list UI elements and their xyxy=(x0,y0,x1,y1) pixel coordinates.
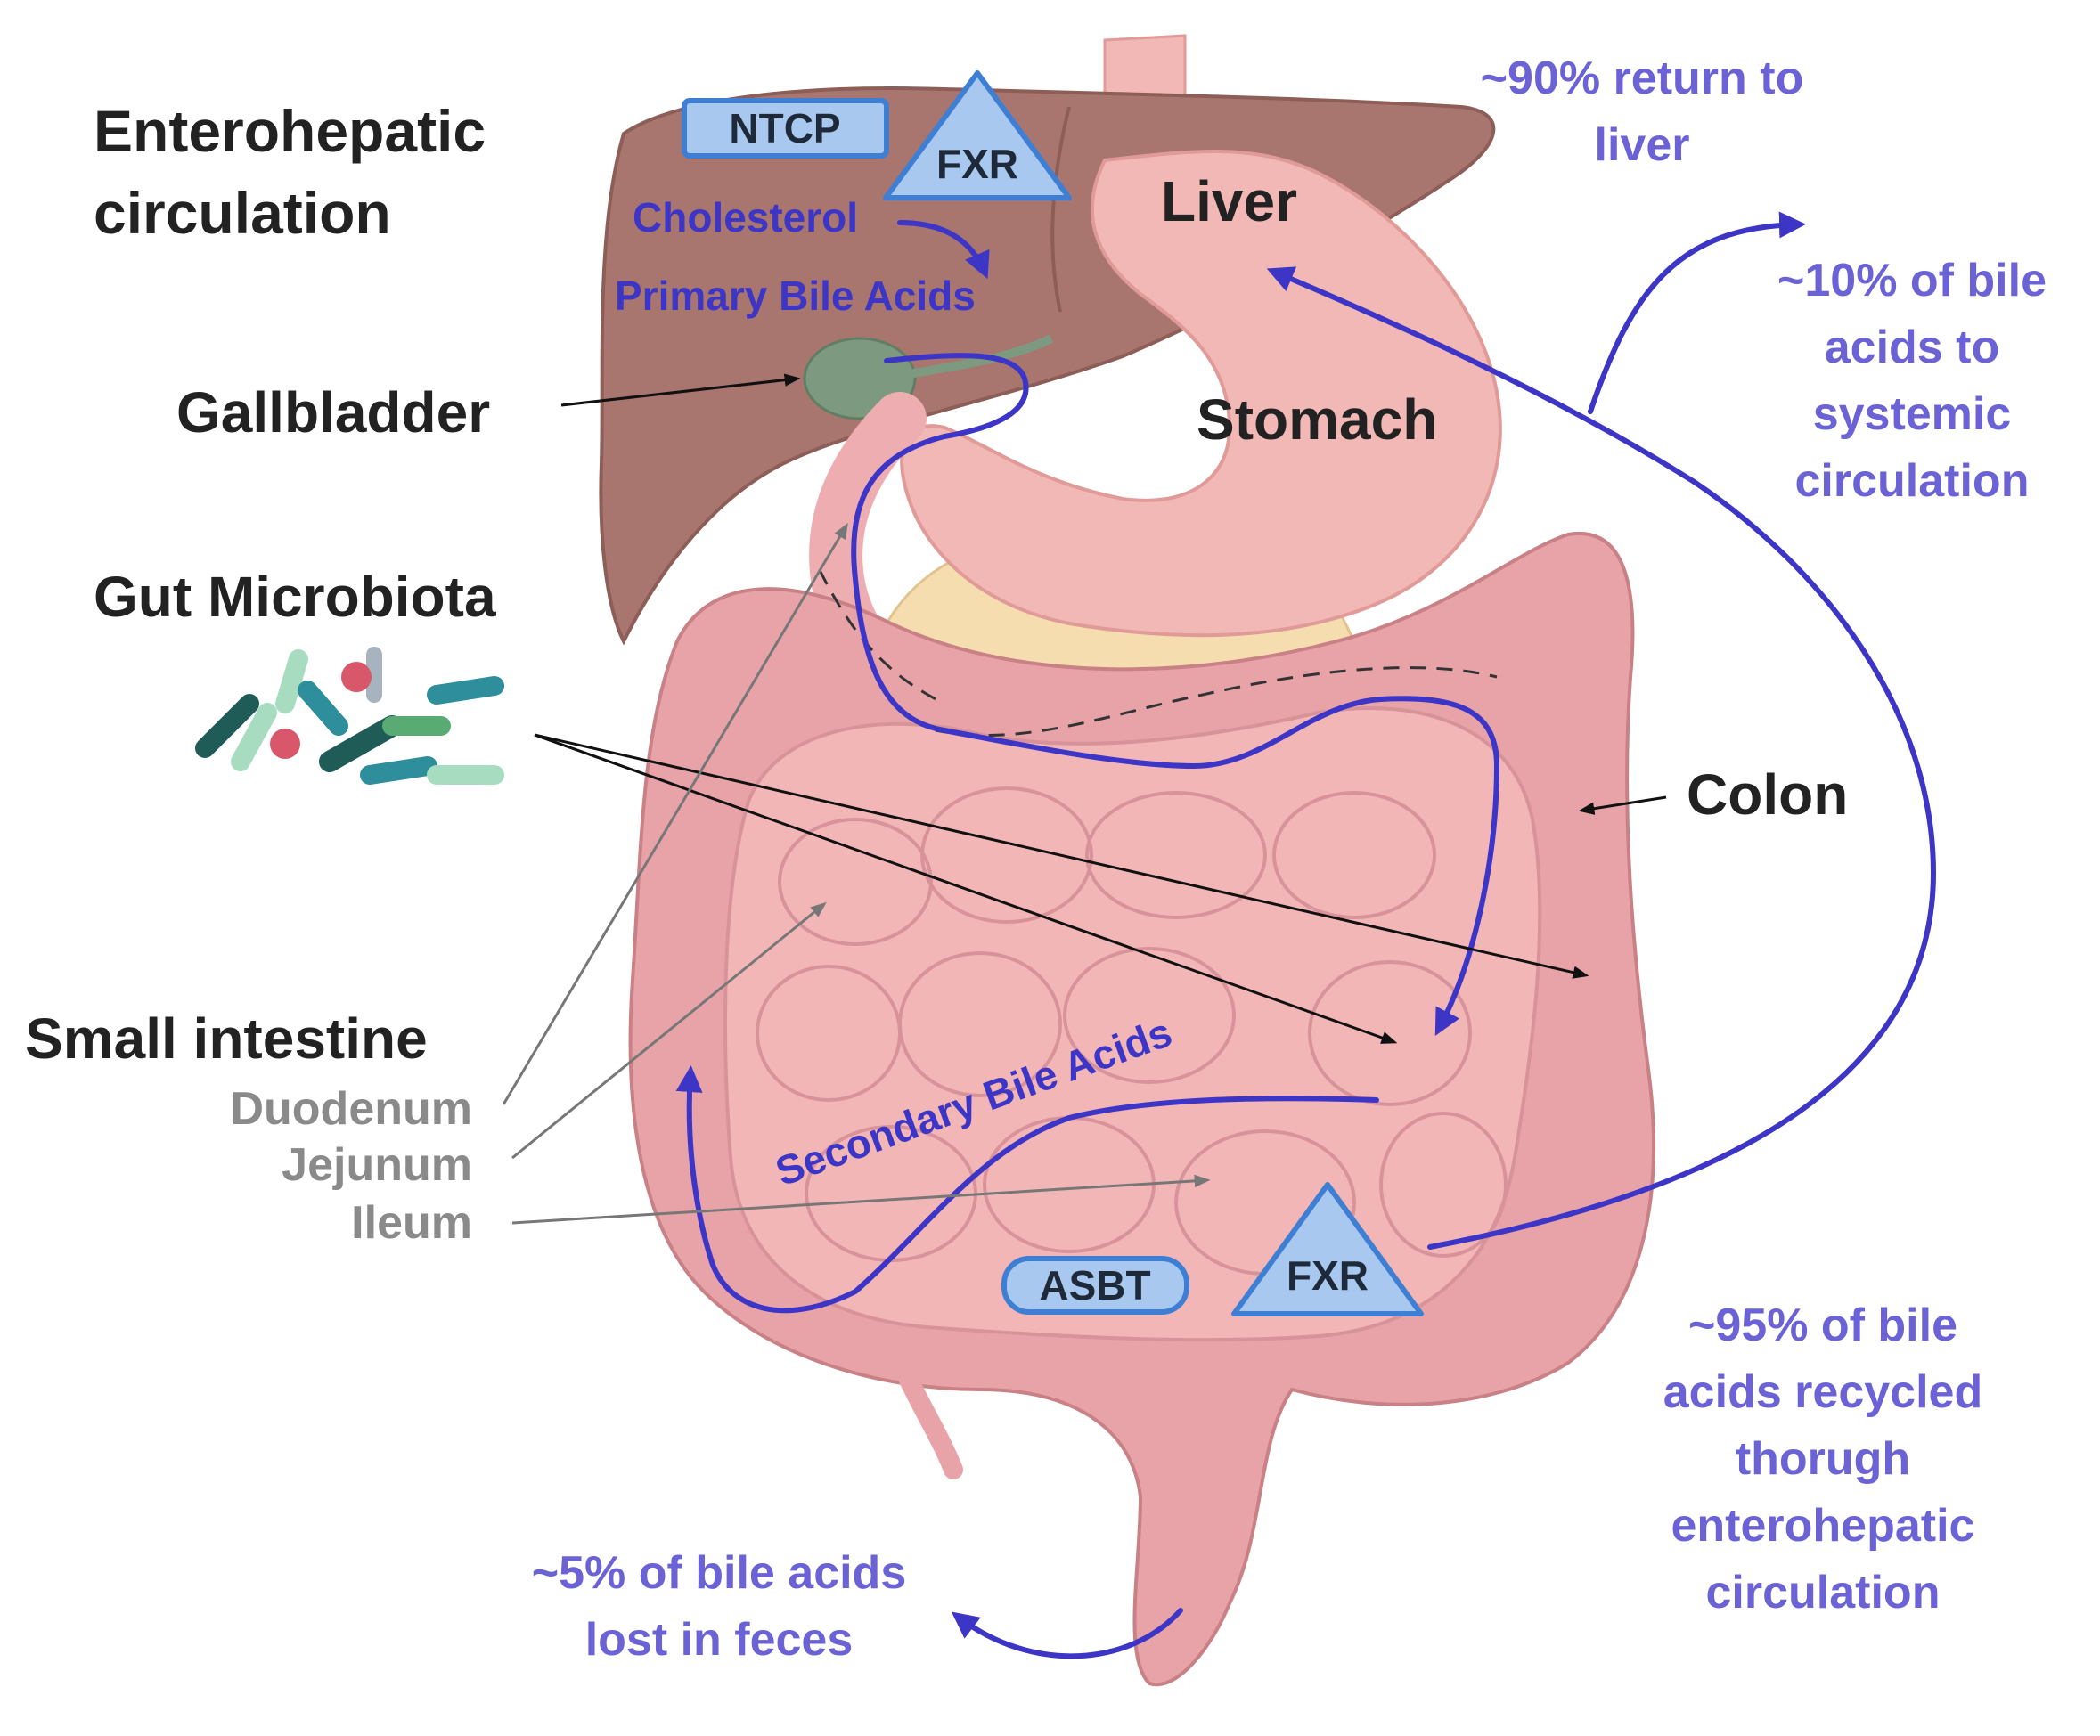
fxr-ileum-label: FXR xyxy=(1287,1252,1369,1299)
recycled-line-5: circulation xyxy=(1706,1567,1941,1618)
pointer-lines xyxy=(502,373,1667,1225)
bile-flow-arrows xyxy=(675,211,1937,1659)
systemic-annotation: ~10% of bile acids to systemic circulati… xyxy=(1777,255,2047,507)
microbiota-pointer-1 xyxy=(534,733,1398,1044)
systemic-line-3: systemic xyxy=(1813,388,2012,440)
stomach-shape xyxy=(900,150,1502,638)
cholesterol-arrow xyxy=(897,220,990,280)
pancreatic-duct-dashed xyxy=(818,569,945,705)
return-liver-line-2: liver xyxy=(1595,119,1690,171)
recycled-line-1: ~95% of bile xyxy=(1688,1300,1957,1351)
stomach-label: Stomach xyxy=(1197,387,1437,452)
fxr-ileum-triangle: FXR xyxy=(1231,1182,1424,1316)
secondary-bile-acids-arrow xyxy=(675,1065,1379,1314)
microbiota-pointer-2 xyxy=(534,733,1589,979)
asbt-label: ASBT xyxy=(1039,1262,1150,1308)
ntcp-box: NTCP xyxy=(682,98,889,159)
jejunum-pointer xyxy=(511,901,827,1160)
colon-label: Colon xyxy=(1687,762,1848,827)
ileum-label: Ileum xyxy=(351,1197,472,1249)
recycled-annotation: ~95% of bile acids recycled thorugh ente… xyxy=(1663,1300,1982,1618)
systemic-line-2: acids to xyxy=(1825,322,2000,373)
jejunum-label: Jejunum xyxy=(282,1139,472,1191)
colon-dashed-line xyxy=(935,666,1498,737)
ntcp-label: NTCP xyxy=(729,105,840,151)
cholesterol-label: Cholesterol xyxy=(633,194,858,240)
ileum-pointer xyxy=(511,1174,1211,1225)
recycled-line-4: enterohepatic xyxy=(1671,1500,1975,1552)
title-line-1: Enterohepatic xyxy=(94,98,486,164)
colon-pointer xyxy=(1578,795,1667,815)
liver-label: Liver xyxy=(1161,169,1297,233)
ileum-to-liver-arrow xyxy=(1266,266,1937,1250)
fxr-liver-triangle: FXR xyxy=(883,70,1072,200)
gallbladder-label: Gallbladder xyxy=(176,380,490,444)
feces-arrow xyxy=(951,1608,1183,1659)
gallbladder-to-duodenum-arrow xyxy=(851,353,1500,1036)
systemic-line-4: circulation xyxy=(1795,455,2030,507)
primary-bile-acids-label: Primary Bile Acids xyxy=(615,273,976,319)
systemic-line-1: ~10% of bile xyxy=(1777,255,2047,306)
feces-line-1: ~5% of bile acids xyxy=(532,1547,907,1599)
feces-annotation: ~5% of bile acids lost in feces xyxy=(532,1547,907,1666)
fxr-liver-label: FXR xyxy=(936,141,1018,187)
gut-microbiota-label: Gut Microbiota xyxy=(94,565,496,629)
intestine-coils xyxy=(756,786,1508,1276)
asbt-box: ASBT xyxy=(1001,1256,1189,1315)
appendix-shape xyxy=(881,1326,963,1479)
title-line-2: circulation xyxy=(94,180,391,246)
systemic-branch-arrow xyxy=(1588,211,1806,414)
feces-line-2: lost in feces xyxy=(585,1614,854,1666)
gut-microbiota-icon xyxy=(195,647,504,785)
duodenum-label: Duodenum xyxy=(230,1083,472,1135)
return-liver-line-1: ~90% return to xyxy=(1481,53,1804,104)
small-intestine-label: Small intestine xyxy=(25,1007,428,1071)
anatomy-illustration xyxy=(599,34,1655,1687)
duodenum-pointer xyxy=(502,522,848,1105)
return-to-liver-annotation: ~90% return to liver xyxy=(1481,53,1804,171)
recycled-line-3: thorugh xyxy=(1736,1433,1910,1485)
gallbladder-pointer xyxy=(560,373,801,407)
recycled-line-2: acids recycled xyxy=(1663,1366,1982,1418)
liver-falciform-shape xyxy=(1050,106,1071,313)
